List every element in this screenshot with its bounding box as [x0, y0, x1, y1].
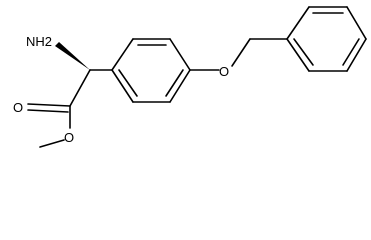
ring1-bond-1	[111, 38, 134, 71]
ring1-bond-4	[169, 69, 191, 103]
ring1-bond-3	[169, 38, 191, 71]
ring2-inner-2	[342, 38, 360, 66]
bond-carbonyl-o-1	[27, 103, 71, 107]
ring1-inner-2	[165, 69, 184, 97]
bond-ester-o-methyl	[39, 139, 65, 148]
amine-label: NH2	[26, 34, 52, 49]
structure-diagram: NH2 O O O	[13, 6, 367, 148]
ring2-bond-1	[286, 6, 310, 40]
bond-carbonyl-o-2	[27, 109, 69, 113]
bond-cstar-carbonyl	[69, 69, 91, 107]
ring2-bond-6	[286, 38, 310, 72]
carbonyl-oxygen-label: O	[13, 100, 23, 115]
ring1-bond-6	[111, 69, 134, 103]
bond-ether-o-ch2	[231, 38, 251, 67]
ether-oxygen-label: O	[219, 64, 229, 79]
wedge-bond-cstar-nh2	[55, 42, 90, 70]
ring1-inner-3	[118, 69, 138, 97]
ring2-bond-3	[346, 6, 367, 40]
ring2-bond-4	[346, 38, 367, 72]
ring2-inner-3	[293, 38, 314, 66]
ester-oxygen-label: O	[64, 130, 74, 145]
